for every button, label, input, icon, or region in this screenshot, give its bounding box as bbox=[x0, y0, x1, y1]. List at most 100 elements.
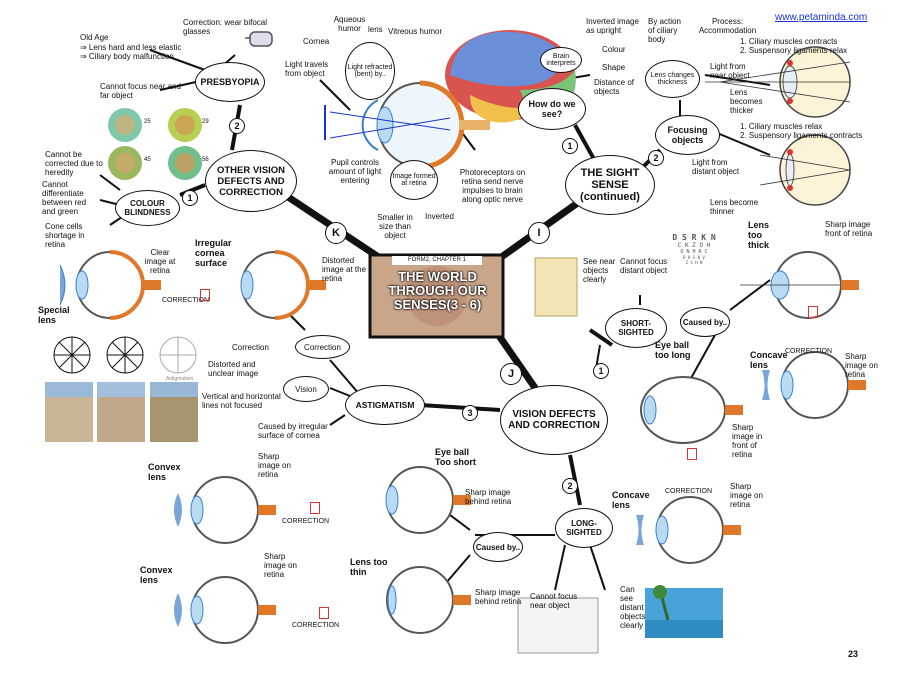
special-lens: Special lens bbox=[38, 305, 70, 325]
old-age-ciliary: ⇒ Ciliary body malfunction bbox=[80, 52, 174, 61]
eye-anatomy-large bbox=[324, 80, 490, 170]
pupil-text: Pupil controls amount of light entering bbox=[328, 158, 382, 185]
distorted-image: Distorted image at the retina bbox=[322, 256, 367, 283]
part-vitreous: Vitreous humor bbox=[388, 27, 443, 36]
lens-too-thick: Lens too thick bbox=[748, 220, 770, 250]
long-sighted-node: LONG-SIGHTED bbox=[555, 508, 613, 548]
colour-blindness-plates bbox=[108, 108, 202, 180]
astig-chart-label: Astigmatism bbox=[166, 376, 194, 382]
photoreceptors-text: Photoreceptors on retina send nerve impu… bbox=[459, 168, 526, 204]
plate-29: 29 bbox=[202, 119, 209, 125]
astig-caused: Caused by irregular surface of cornea bbox=[258, 422, 328, 440]
long-caused-node: Caused by.. bbox=[473, 532, 523, 562]
convex-lens-bottom: Convex lens bbox=[140, 565, 173, 585]
astigmatism-node: ASTIGMATISM bbox=[345, 385, 425, 425]
snellen-eye-chart: D S R K N C K Z O H O N H R C D K S N V … bbox=[672, 233, 716, 265]
lens-too-thin: Lens too thin bbox=[350, 557, 388, 577]
long-far: Can see distant objects clearly bbox=[620, 585, 646, 630]
eye-diagram-long-convex-top bbox=[174, 476, 276, 544]
convex-lens-top: Convex lens bbox=[148, 462, 181, 482]
image-formed-node: Image formed at retina bbox=[390, 160, 438, 200]
short-concave-lens: Concave lens bbox=[750, 350, 788, 370]
cb-red-green: Cannot differentiate between red and gre… bbox=[42, 180, 87, 216]
image-smaller: Smaller in size than object bbox=[377, 213, 413, 240]
clear-image: Clear image at retina bbox=[144, 248, 176, 275]
convex-marker-top bbox=[310, 502, 320, 514]
branch-badge-i: I bbox=[528, 222, 550, 244]
brain-item-upright: Inverted image as upright bbox=[586, 17, 639, 35]
sight-badge-1: 1 bbox=[562, 138, 578, 154]
image-inverted: Inverted bbox=[425, 212, 454, 221]
old-age-lens: ⇒ Lens hard and less elastic bbox=[80, 43, 182, 52]
eye-diagram-short-correction bbox=[762, 351, 866, 419]
convex-sharp-top: Sharp image on retina bbox=[258, 452, 291, 479]
beach-photo bbox=[645, 585, 723, 638]
far-step-1: 1. Ciliary muscles relax bbox=[740, 122, 823, 131]
vision-node: Vision bbox=[283, 376, 329, 402]
eye-diagram-short-long bbox=[640, 376, 743, 444]
brain-node: Brain interprets bbox=[540, 47, 582, 73]
sight-badge-2: 2 bbox=[648, 150, 664, 166]
short-far: Cannot focus distant object bbox=[620, 257, 668, 275]
page-number: 23 bbox=[848, 649, 859, 659]
other-defects-node: OTHER VISION DEFECTS AND CORRECTION bbox=[205, 150, 297, 212]
sharp-front: Sharp image front of retina bbox=[825, 220, 873, 238]
eye-accommodation-far bbox=[759, 134, 851, 206]
sight-sense-node: THE SIGHT SENSE (continued) bbox=[565, 155, 655, 215]
branch-badge-j: J bbox=[500, 363, 522, 385]
near-step-2: 2. Suspensory ligaments relax bbox=[740, 46, 848, 55]
eye-diagram-astig-left bbox=[59, 250, 161, 320]
far-step-2: 2. Suspensory ligaments contracts bbox=[740, 131, 863, 140]
cb-heredity: Cannot be corrected due to heredity bbox=[45, 150, 103, 177]
cb-cone-cells: Cone cells shortage in retina bbox=[45, 222, 85, 249]
book-page-image bbox=[534, 257, 578, 317]
astig-correction-label: CORRECTION bbox=[162, 297, 210, 304]
lens-changes-node: Lens changes thickness bbox=[645, 60, 700, 98]
other-badge-1: 1 bbox=[182, 190, 198, 206]
eye-diagram-astig-mid bbox=[240, 250, 326, 320]
brain-item-distance: Distance of objects bbox=[594, 78, 635, 96]
light-travels: Light travels from object bbox=[285, 60, 329, 78]
branch-badge-k: K bbox=[325, 222, 347, 244]
light-near: Light from near object bbox=[710, 62, 750, 80]
center-header: FORM2, CHAPTER 1 bbox=[392, 256, 482, 265]
near-step-1: 1. Ciliary muscles contracts bbox=[740, 37, 838, 46]
long-sharp-behind: Sharp image behind retina bbox=[465, 488, 512, 506]
plate-45: 45 bbox=[144, 157, 151, 163]
brain-item-shape: Shape bbox=[602, 63, 626, 72]
convex-sharp-bottom: Sharp image on retina bbox=[264, 552, 297, 579]
part-cornea: Cornea bbox=[303, 37, 330, 46]
eyeball-too-long: Eye ball too long bbox=[655, 340, 691, 360]
colour-blindness-node: COLOUR BLINDNESS bbox=[115, 190, 180, 226]
part-aqueous: Aqueous humor bbox=[333, 15, 366, 33]
ciliary-action: By action of ciliary body bbox=[648, 17, 681, 44]
vision-lines: Vertical and horizontal lines not focuse… bbox=[202, 392, 281, 410]
plate-56: 56 bbox=[202, 157, 209, 163]
long-sharp-on: Sharp image on retina bbox=[730, 482, 763, 509]
astig-badge-3: 3 bbox=[462, 405, 478, 421]
convex-correction-bottom: CORRECTION bbox=[292, 622, 340, 629]
convex-correction-top: CORRECTION bbox=[282, 518, 330, 525]
eye-diagram-short-top bbox=[740, 251, 859, 319]
focusing-node: Focusing objects bbox=[655, 115, 720, 155]
brain-item-colour: Colour bbox=[602, 45, 626, 54]
part-lens: lens bbox=[368, 25, 383, 34]
lens-thinner: Lens become thinner bbox=[710, 198, 759, 216]
sharp-infront: Sharp image in front of retina bbox=[732, 423, 763, 459]
vision-badge-1: 1 bbox=[593, 363, 609, 379]
lens-thicker: Lens becomes thicker bbox=[730, 88, 763, 115]
other-badge-2: 2 bbox=[229, 118, 245, 134]
website-link[interactable]: www.petaminda.com bbox=[775, 12, 868, 23]
vision-defects-node: VISION DEFECTS AND CORRECTION bbox=[500, 385, 608, 455]
center-title: THE WORLD THROUGH OUR SENSES(3 - 6) bbox=[388, 269, 487, 312]
short-correction-marker bbox=[687, 448, 697, 460]
short-caused-node: Caused by.. bbox=[680, 307, 730, 337]
correction-text: Correction bbox=[232, 343, 269, 352]
astigmatism-wheels bbox=[53, 336, 197, 374]
accommodation-process: Process: Accommodation bbox=[698, 17, 757, 35]
presbyopia-node: PRESBYOPIA bbox=[195, 62, 265, 102]
long-sharp-behind-2: Sharp image behind retina bbox=[475, 588, 522, 606]
light-refracted-node: Light refracted (bent) by.. bbox=[345, 42, 395, 100]
building-photos bbox=[45, 382, 198, 442]
